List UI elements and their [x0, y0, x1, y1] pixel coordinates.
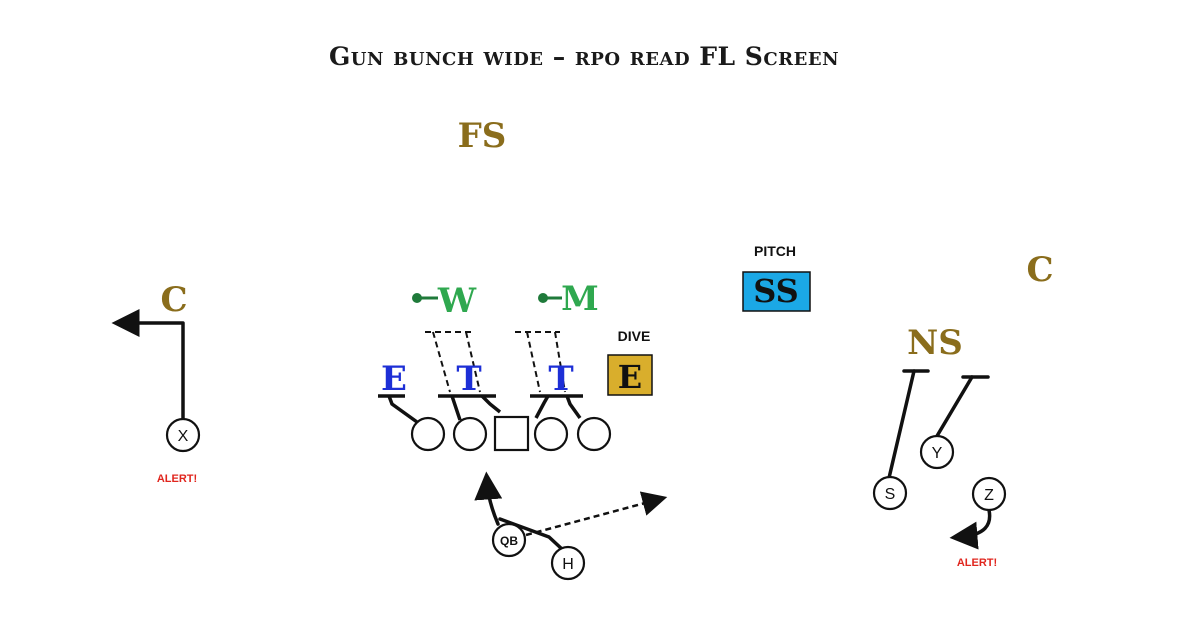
z-receiver-label: Z	[984, 487, 994, 504]
y-receiver-label: Y	[932, 445, 943, 462]
quarterback	[491, 522, 527, 558]
alert-left: ALERT!	[157, 473, 197, 485]
right-tackle-label: T	[548, 359, 573, 399]
strong-safety-label: SS	[753, 272, 799, 310]
s-receiver-label: S	[885, 486, 896, 503]
left-corner-label: C	[160, 280, 187, 320]
right-tackle-player	[576, 416, 612, 452]
screen-pass-path	[525, 491, 668, 537]
mike-motion-dot	[538, 293, 548, 303]
right-end-label: E	[618, 358, 642, 396]
halfback-label: H	[562, 556, 574, 573]
left-guard-player	[452, 416, 488, 452]
y-receiver-route	[935, 375, 974, 438]
right-guard-player	[533, 416, 569, 452]
dive-note: DIVE	[618, 328, 651, 344]
center-player	[493, 415, 530, 452]
diagram-title: Gun bunch wide – rpo read FL Screen	[329, 42, 839, 71]
x-receiver	[165, 417, 201, 453]
will-read-lines	[425, 331, 481, 393]
right-corner-label: C	[1026, 250, 1053, 290]
mike-read-lines	[515, 331, 566, 393]
left-tackle-player	[410, 416, 446, 452]
nickel-safety-label: NS	[907, 323, 963, 363]
left-tackle-label: T	[456, 359, 481, 399]
s-receiver-route	[887, 369, 916, 480]
right-end-box	[607, 354, 653, 396]
x-receiver-label: X	[178, 428, 189, 445]
offensive-line-blocks	[378, 394, 583, 424]
s-receiver	[872, 475, 908, 511]
free-safety-label: FS	[458, 116, 507, 156]
z-receiver-route	[949, 508, 992, 550]
quarterback-label: QB	[500, 534, 518, 548]
qb-route	[474, 471, 503, 526]
y-receiver	[919, 434, 955, 470]
z-receiver	[971, 476, 1007, 512]
will-linebacker-label: W	[437, 281, 477, 321]
will-motion-dot	[412, 293, 422, 303]
x-receiver-route	[111, 309, 185, 422]
strong-safety-box	[742, 271, 811, 312]
mike-linebacker-label: M	[561, 279, 599, 319]
left-end-label: E	[381, 359, 407, 399]
halfback	[550, 545, 586, 581]
alert-right: ALERT!	[957, 557, 997, 569]
pitch-note: PITCH	[754, 243, 796, 259]
